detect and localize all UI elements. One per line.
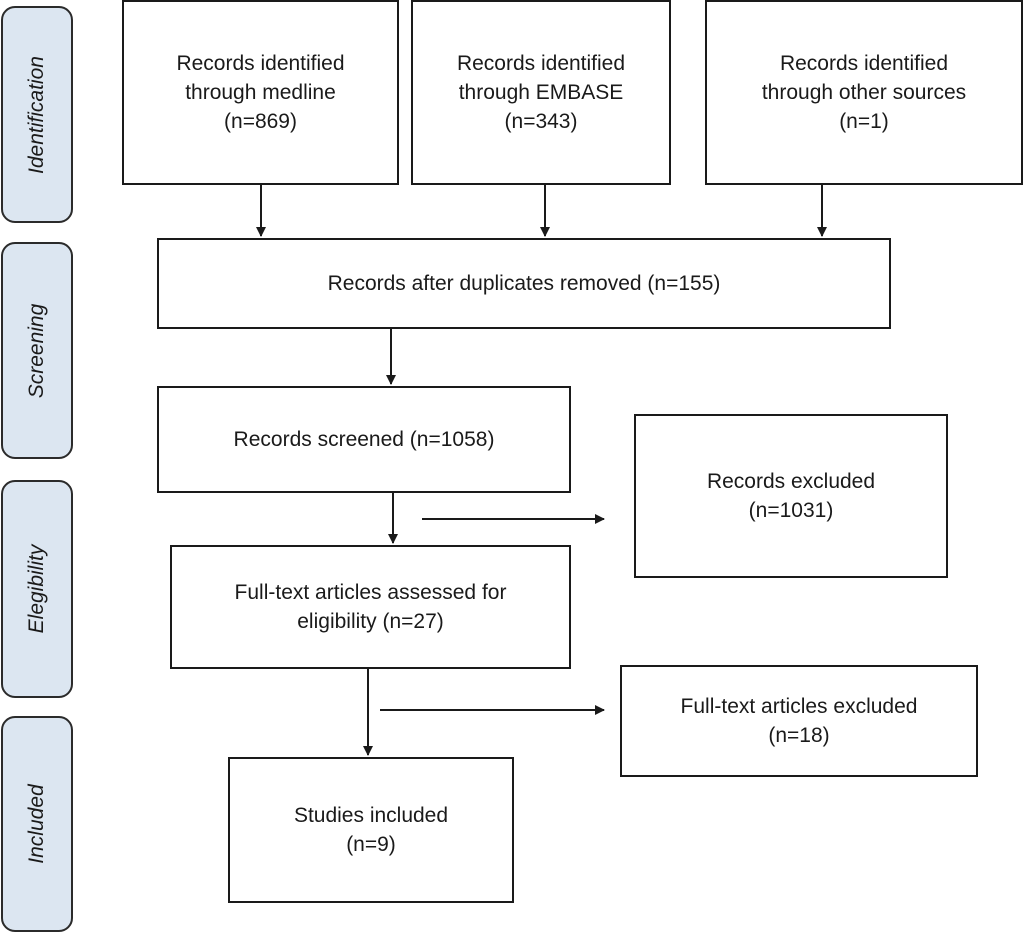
box-other-sources-line1: Records identified (779, 52, 949, 75)
box-fulltext-assessed: Full-text articles assessed for eligibil… (170, 545, 571, 669)
box-embase-line2: through EMBASE (458, 81, 624, 104)
box-studies-included-count: (n=9) (346, 833, 396, 856)
box-records-excluded-line1: Records excluded (706, 470, 876, 493)
box-fulltext-excluded: Full-text articles excluded (n=18) (620, 665, 978, 777)
box-fulltext-assessed-line1: Full-text articles assessed for (234, 581, 507, 604)
box-other-sources: Records identified through other sources… (705, 0, 1023, 185)
stage-eligibility: Elegibility (1, 480, 73, 698)
box-fulltext-assessed-line2: eligibility (n=27) (297, 610, 444, 633)
stage-eligibility-label: Elegibility (25, 544, 48, 634)
stage-included: Included (1, 716, 73, 932)
box-medline-line2: through medline (185, 81, 336, 104)
box-records-excluded-count: (n=1031) (748, 499, 834, 522)
box-records-screened: Records screened (n=1058) (157, 386, 571, 493)
box-embase-line1: Records identified (456, 52, 626, 75)
stage-screening-label: Screening (25, 303, 48, 398)
box-duplicates-removed-text: Records after duplicates removed (n=155) (327, 272, 721, 295)
stage-identification-label: Identification (25, 55, 48, 174)
box-studies-included-line1: Studies included (293, 804, 449, 827)
box-medline-count: (n=869) (224, 110, 297, 133)
box-studies-included: Studies included (n=9) (228, 757, 514, 903)
box-embase-count: (n=343) (504, 110, 578, 133)
box-medline-line1: Records identified (176, 52, 345, 75)
box-embase: Records identified through EMBASE (n=343… (411, 0, 671, 185)
box-other-sources-line2: through other sources (761, 81, 967, 104)
box-records-screened-text: Records screened (n=1058) (233, 428, 495, 451)
box-fulltext-excluded-count: (n=18) (768, 724, 830, 747)
stage-included-label: Included (25, 784, 48, 864)
box-other-sources-count: (n=1) (839, 110, 889, 133)
box-medline: Records identified through medline (n=86… (122, 0, 399, 185)
box-duplicates-removed: Records after duplicates removed (n=155) (157, 238, 891, 329)
stage-identification: Identification (1, 6, 73, 223)
box-fulltext-excluded-line1: Full-text articles excluded (680, 695, 918, 718)
stage-screening: Screening (1, 242, 73, 459)
box-records-excluded: Records excluded (n=1031) (634, 414, 948, 578)
